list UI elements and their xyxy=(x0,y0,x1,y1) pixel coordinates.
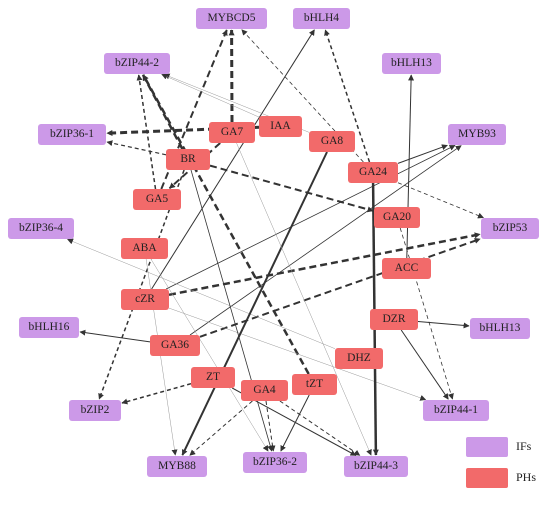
edge-ga7-to-bzip44-3 xyxy=(236,142,372,456)
node-bhlh13b: bHLH13 xyxy=(470,318,530,339)
edge-ga36-to-myb93 xyxy=(189,145,462,336)
legend-item-phs: PHs xyxy=(466,468,546,488)
node-zt: ZT xyxy=(191,367,235,388)
node-bzip44-3: bZIP44-3 xyxy=(344,456,408,477)
node-mybcd5: MYBCD5 xyxy=(196,8,267,29)
node-tzt: tZT xyxy=(292,374,337,395)
node-br: BR xyxy=(166,149,210,170)
legend-item-ifs: IFs xyxy=(466,437,546,457)
node-bhlh4: bHLH4 xyxy=(293,8,350,29)
node-myb88: MYB88 xyxy=(147,456,207,477)
edge-czr-to-bhlh4 xyxy=(151,29,315,290)
edge-iaa-to-bzip44-2 xyxy=(161,73,260,118)
edge-czr-to-bzip44-1 xyxy=(168,307,427,401)
node-ga8: GA8 xyxy=(309,131,355,152)
edge-acc-to-bhlh13a xyxy=(406,74,415,259)
edge-tzt-to-bzip44-2 xyxy=(142,74,310,375)
edge-ga20-to-bzip44-1 xyxy=(399,227,454,400)
edge-aba-to-bzip36-2 xyxy=(150,258,269,452)
edge-ga8-to-myb88 xyxy=(181,151,328,456)
edge-ga4-to-myb88 xyxy=(189,400,253,456)
node-ga36: GA36 xyxy=(150,335,200,356)
edge-dzr-to-bhlh13b xyxy=(417,321,470,329)
node-myb93: MYB93 xyxy=(448,124,506,145)
legend-label-phs: PHs xyxy=(516,470,537,484)
edge-ga24-to-bhlh4 xyxy=(324,29,371,163)
node-ga4: GA4 xyxy=(241,380,288,401)
legend-swatch-ifs xyxy=(466,437,508,457)
node-acc: ACC xyxy=(382,258,431,279)
node-aba: ABA xyxy=(121,238,168,259)
legend-swatch-phs xyxy=(466,468,508,488)
edge-zt-to-bzip2 xyxy=(121,382,192,405)
node-ga24: GA24 xyxy=(348,162,398,183)
edge-ga4-to-bzip44-3 xyxy=(279,400,361,456)
edge-ga4-to-bzip36-2 xyxy=(265,400,276,452)
legend: IFs PHs xyxy=(466,437,546,493)
edge-dzr-to-bzip44-1 xyxy=(400,329,449,400)
node-ga5: GA5 xyxy=(133,189,181,210)
node-bhlh16: bHLH16 xyxy=(19,317,79,338)
node-bzip2: bZIP2 xyxy=(69,400,121,421)
edge-br-to-bzip2 xyxy=(98,169,185,400)
node-iaa: IAA xyxy=(259,116,302,137)
node-bzip36-1: bZIP36-1 xyxy=(38,124,106,145)
edge-ga36-to-bhlh16 xyxy=(79,329,151,343)
edge-ga24-to-bzip53 xyxy=(397,182,484,219)
edge-br-to-bzip36-2 xyxy=(190,169,274,452)
node-czr: cZR xyxy=(121,289,169,310)
legend-label-ifs: IFs xyxy=(516,439,532,453)
node-ga20: GA20 xyxy=(374,207,420,228)
node-bzip53: bZIP53 xyxy=(481,218,539,239)
edge-dhz-to-bzip36-4 xyxy=(67,238,336,349)
edge-czr-to-myb93 xyxy=(165,145,456,290)
node-bzip36-2: bZIP36-2 xyxy=(243,452,307,473)
edge-tzt-to-bzip36-2 xyxy=(280,394,310,452)
node-bzip44-2: bZIP44-2 xyxy=(104,53,170,74)
node-dhz: DHZ xyxy=(335,348,383,369)
node-bzip36-4: bZIP36-4 xyxy=(8,218,74,239)
node-bhlh13a: bHLH13 xyxy=(382,53,441,74)
node-ga7: GA7 xyxy=(209,122,255,143)
edge-br-to-ga20 xyxy=(209,164,374,213)
edge-ga24-to-myb93 xyxy=(397,144,448,164)
edge-czr-to-bzip53 xyxy=(168,232,481,297)
node-dzr: DZR xyxy=(370,309,418,330)
edge-br-to-bzip44-2 xyxy=(141,74,184,150)
edge-br-to-bzip36-1 xyxy=(106,140,167,156)
node-bzip44-1: bZIP44-1 xyxy=(423,400,489,421)
